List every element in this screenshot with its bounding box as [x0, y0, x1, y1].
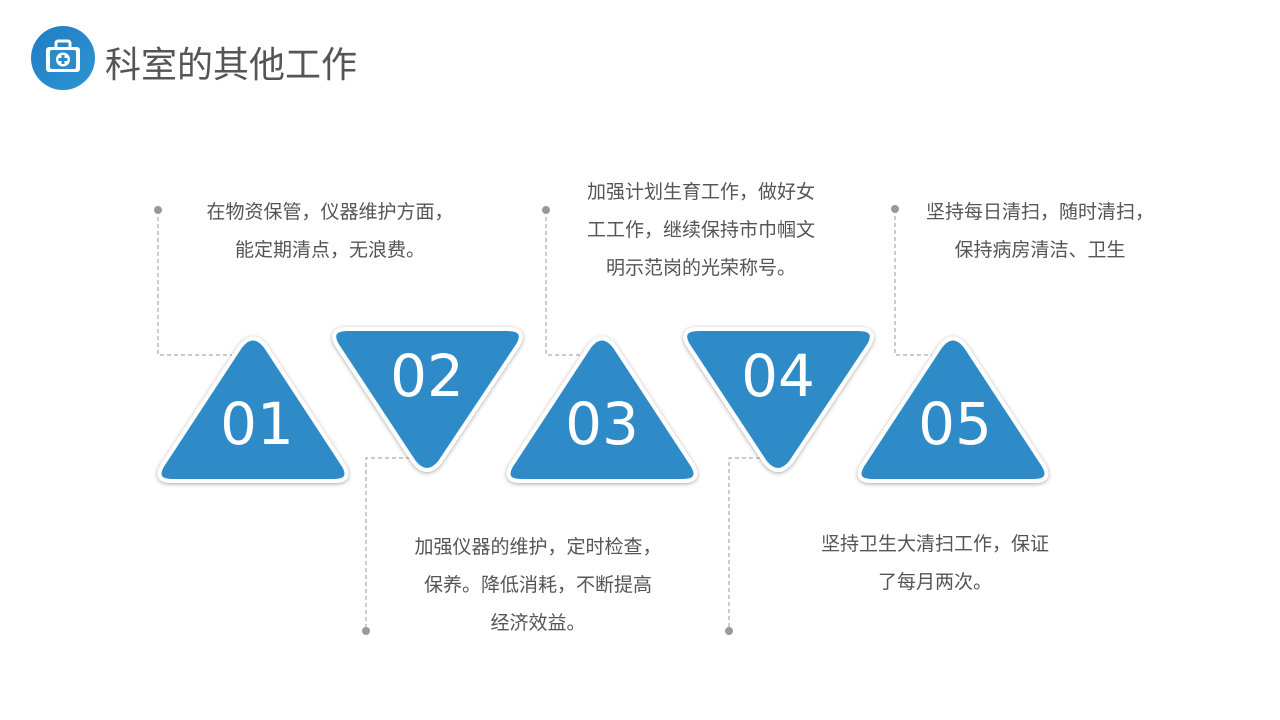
- text-line: 坚持每日清扫，随时清扫，: [925, 201, 1155, 223]
- step-number: 05: [918, 390, 992, 458]
- step-2-description: 加强仪器的维护，定时检查， 保养。降低消耗，不断提高 经济效益。: [414, 528, 661, 642]
- connector-2: [365, 457, 410, 631]
- step-1-description: 在物资保管，仪器维护方面， 能定期清点，无浪费。: [206, 193, 453, 269]
- text-line: 工工作，继续保持市巾帼文: [586, 219, 816, 241]
- triangle-05: [857, 336, 1049, 483]
- text-line: 保持病房清洁、卫生: [954, 239, 1126, 261]
- step-number: 01: [220, 390, 294, 458]
- text-line: 加强仪器的维护，定时检查，: [414, 536, 662, 558]
- text-line: 能定期清点，无浪费。: [234, 239, 426, 261]
- page-title: 科室的其他工作: [105, 45, 358, 86]
- dot-4: [725, 627, 733, 635]
- dot-3: [542, 206, 550, 214]
- text-line: 加强计划生育工作，做好女: [586, 181, 816, 203]
- dot-5: [891, 205, 899, 213]
- text-line: 坚持卫生大清扫工作，保证: [820, 533, 1050, 555]
- dot-1: [154, 206, 162, 214]
- text-line: 明示范岗的光荣称号。: [605, 257, 797, 279]
- text-line: 了每月两次。: [877, 571, 993, 593]
- text-line: 在物资保管，仪器维护方面，: [206, 201, 454, 223]
- triangle-03: [506, 336, 698, 483]
- triangle-04: [683, 327, 874, 472]
- triangle-02: [332, 327, 523, 472]
- step-4-description: 坚持卫生大清扫工作，保证 了每月两次。: [821, 525, 1049, 601]
- medical-kit-icon: [31, 26, 95, 90]
- text-line: 经济效益。: [490, 612, 586, 634]
- step-number: 02: [390, 342, 464, 410]
- text-line: 保养。降低消耗，不断提高: [423, 574, 653, 596]
- step-3-description: 加强计划生育工作，做好女 工工作，继续保持市巾帼文 明示范岗的光荣称号。: [587, 173, 815, 287]
- connector-3: [545, 210, 582, 356]
- step-5-description: 坚持每日清扫，随时清扫， 保持病房清洁、卫生: [926, 193, 1154, 269]
- connector-4: [728, 457, 760, 631]
- dot-2: [362, 627, 370, 635]
- step-number: 04: [741, 342, 815, 410]
- step-number: 03: [565, 390, 639, 458]
- connector-5: [894, 209, 932, 356]
- triangle-01: [157, 336, 349, 483]
